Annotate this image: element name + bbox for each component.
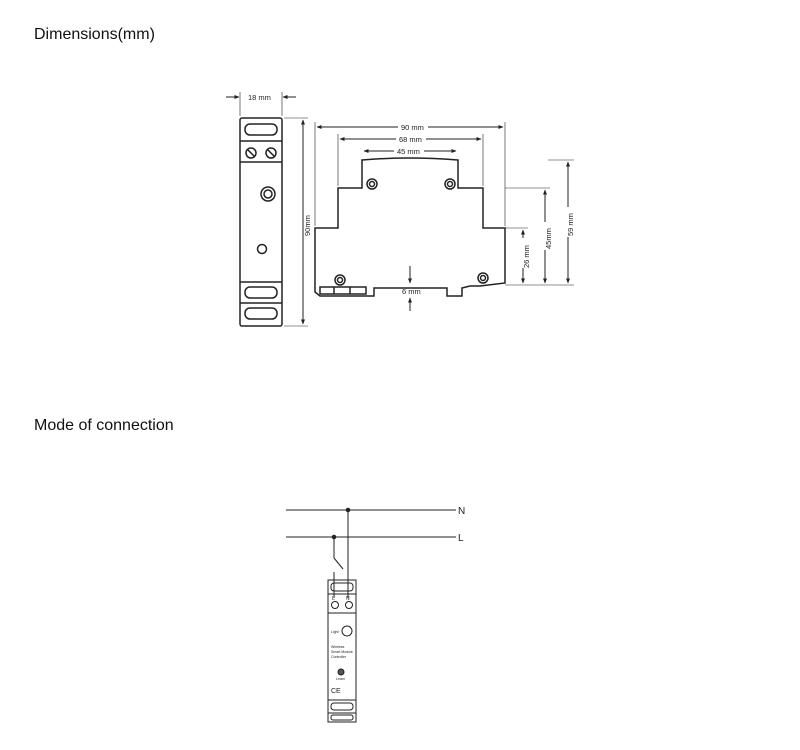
dim-90-front-label: 90mm	[303, 215, 312, 236]
terminal-l-label: L	[332, 596, 335, 602]
front-view	[239, 117, 283, 327]
connection-diagram	[286, 507, 456, 723]
dim-6-label: 6 mm	[402, 287, 421, 296]
label-bg	[398, 121, 428, 132]
side-hole-icon	[336, 276, 344, 284]
dim-45-right-label: 45mm	[544, 228, 553, 249]
switch-icon	[333, 557, 344, 570]
dim-45-top-label: 45 mm	[397, 147, 420, 156]
side-hole-icon	[446, 180, 454, 188]
side-profile	[314, 157, 506, 297]
side-hole-icon	[477, 272, 489, 284]
label-bg	[521, 238, 532, 268]
terminal-n-label: N	[346, 596, 350, 602]
terminal-screw-icon	[265, 147, 277, 159]
side-hole-icon	[479, 274, 487, 282]
side-hole-icon	[444, 178, 456, 190]
front-bottom-slot	[244, 286, 278, 299]
side-hole-icon	[368, 180, 376, 188]
device-text-smart: Smart Module	[331, 650, 353, 654]
side-hole-icon	[366, 178, 378, 190]
din-clip	[319, 286, 367, 295]
terminal-screw-icon	[267, 149, 275, 157]
dim-59-label: 59 mm	[566, 213, 575, 236]
label-bg	[543, 222, 554, 250]
learn-button-icon	[337, 668, 345, 676]
learn-button-label: Learn	[336, 677, 345, 681]
line-n-label: N	[458, 506, 465, 517]
module-top-slot	[330, 582, 354, 592]
side-hole-icon	[334, 274, 346, 286]
dim-18-label: 18 mm	[248, 93, 271, 102]
terminal-screw-icon	[345, 601, 353, 609]
device-text-controller: Controller	[331, 655, 347, 659]
led-indicator-icon	[341, 625, 353, 637]
ce-mark: CE	[331, 688, 341, 695]
terminal-screw-icon	[331, 601, 339, 609]
line-l-label: L	[458, 533, 464, 544]
front-bottom-slot	[244, 307, 278, 320]
dimensions-heading: Dimensions(mm)	[34, 26, 155, 43]
led-indicator-icon	[263, 189, 273, 199]
dim-90-front	[284, 117, 308, 327]
device-text-wireless: Wireless	[331, 645, 345, 649]
dim-26-label: 26 mm	[522, 245, 531, 268]
side-view	[314, 157, 506, 297]
dim-90-side-label: 90 mm	[401, 123, 424, 132]
terminal-screw-icon	[245, 147, 257, 159]
module-body	[327, 579, 357, 723]
dim-right	[505, 159, 574, 286]
led-indicator-icon	[260, 186, 276, 202]
module-bottom-slot	[330, 714, 354, 721]
label-bg	[394, 145, 424, 156]
front-top-slot	[244, 123, 278, 136]
label-bg	[396, 133, 426, 144]
front-body	[239, 117, 283, 327]
button-icon	[256, 243, 268, 255]
dim-68-label: 68 mm	[399, 135, 422, 144]
dim-18	[226, 92, 296, 116]
terminal-screw-icon	[247, 149, 255, 157]
device-text-light: Light	[331, 630, 339, 634]
module-bottom-slot	[330, 702, 354, 711]
label-bg	[566, 207, 577, 237]
connection-heading: Mode of connection	[34, 417, 174, 434]
